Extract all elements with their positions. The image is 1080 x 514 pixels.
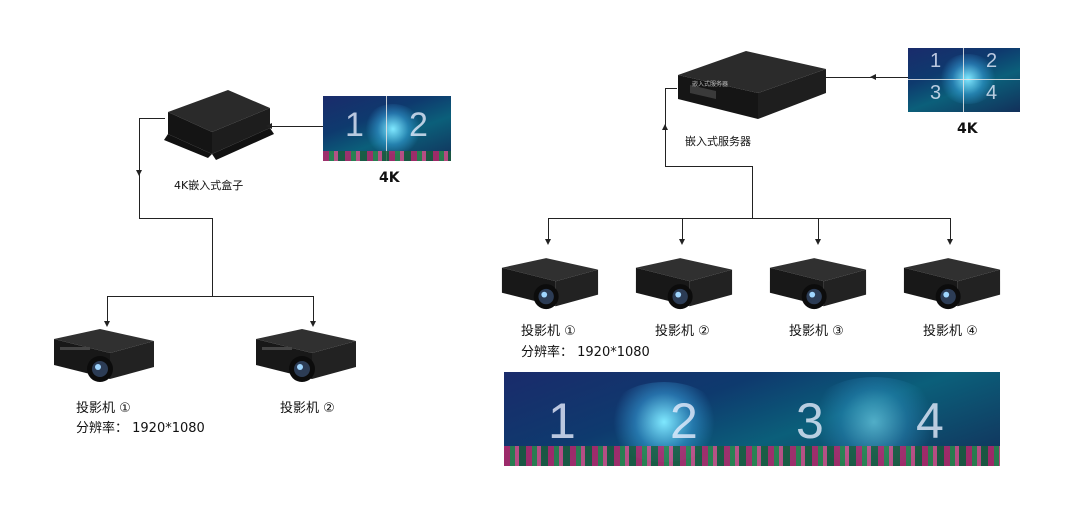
projector-label: 投影机 ③ — [789, 324, 844, 340]
projector-label: 投影机 ① — [521, 324, 576, 340]
source-label: 4K — [957, 121, 978, 137]
projector-icon — [52, 327, 156, 389]
projector-label: 投影机 ④ — [923, 324, 978, 340]
projector-icon — [768, 256, 868, 316]
panel-number: 3 — [796, 392, 824, 450]
panel-number: 2 — [670, 392, 698, 450]
panel-number: 2 — [986, 50, 997, 73]
source-screen-panel: 1 2 — [323, 96, 451, 161]
source-label: 4K — [379, 170, 400, 186]
resolution-label: 分辨率： 1920*1080 — [521, 345, 650, 361]
embedded-box-label: 4K嵌入式盒子 — [174, 178, 243, 194]
panel-number: 1 — [345, 106, 364, 145]
projector-icon — [500, 256, 600, 316]
projector-icon — [254, 327, 358, 389]
projector-label: 投影机 ① — [76, 401, 131, 417]
panel-number: 3 — [930, 82, 941, 105]
embedded-box-icon — [164, 84, 274, 162]
panel-number: 2 — [409, 106, 428, 145]
output-panorama-panel: 1 2 3 4 — [504, 372, 1000, 466]
panel-number: 1 — [548, 392, 576, 450]
projector-icon — [902, 256, 1002, 316]
panel-number: 4 — [916, 392, 944, 450]
projector-label: 投影机 ② — [655, 324, 710, 340]
server-badge: 嵌入式服务器 — [692, 81, 728, 89]
source-screen-panel: 1 2 3 4 — [908, 48, 1020, 112]
resolution-label: 分辨率： 1920*1080 — [76, 421, 205, 437]
projector-icon — [634, 256, 734, 316]
server-label: 嵌入式服务器 — [685, 134, 751, 150]
panel-number: 1 — [930, 50, 941, 73]
panel-number: 4 — [986, 82, 997, 105]
projector-label: 投影机 ② — [280, 401, 335, 417]
